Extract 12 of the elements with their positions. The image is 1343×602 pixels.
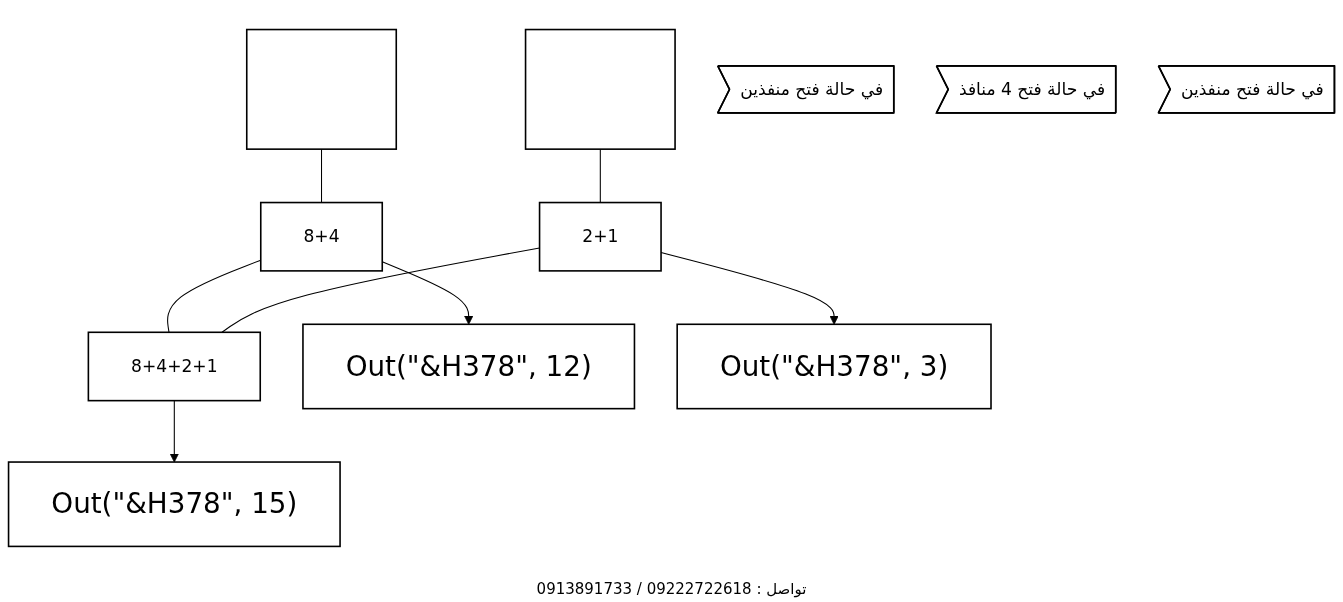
node-box: 8+4 <box>259 201 384 272</box>
node-box: 2+1 <box>538 201 662 272</box>
node-box: Out("&H378", 15) <box>7 461 341 548</box>
node-box: Out("&H378", 3) <box>676 323 992 410</box>
node-box <box>245 28 398 150</box>
connector <box>599 148 601 204</box>
connector <box>320 148 323 204</box>
node-box: Out("&H378", 12) <box>302 323 636 410</box>
arrow <box>169 400 179 463</box>
node-box <box>524 28 676 150</box>
node-box: 8+4+2+1 <box>87 331 262 402</box>
contact-note: تواصل : 09222722618 / 0913891733 <box>536 580 807 598</box>
